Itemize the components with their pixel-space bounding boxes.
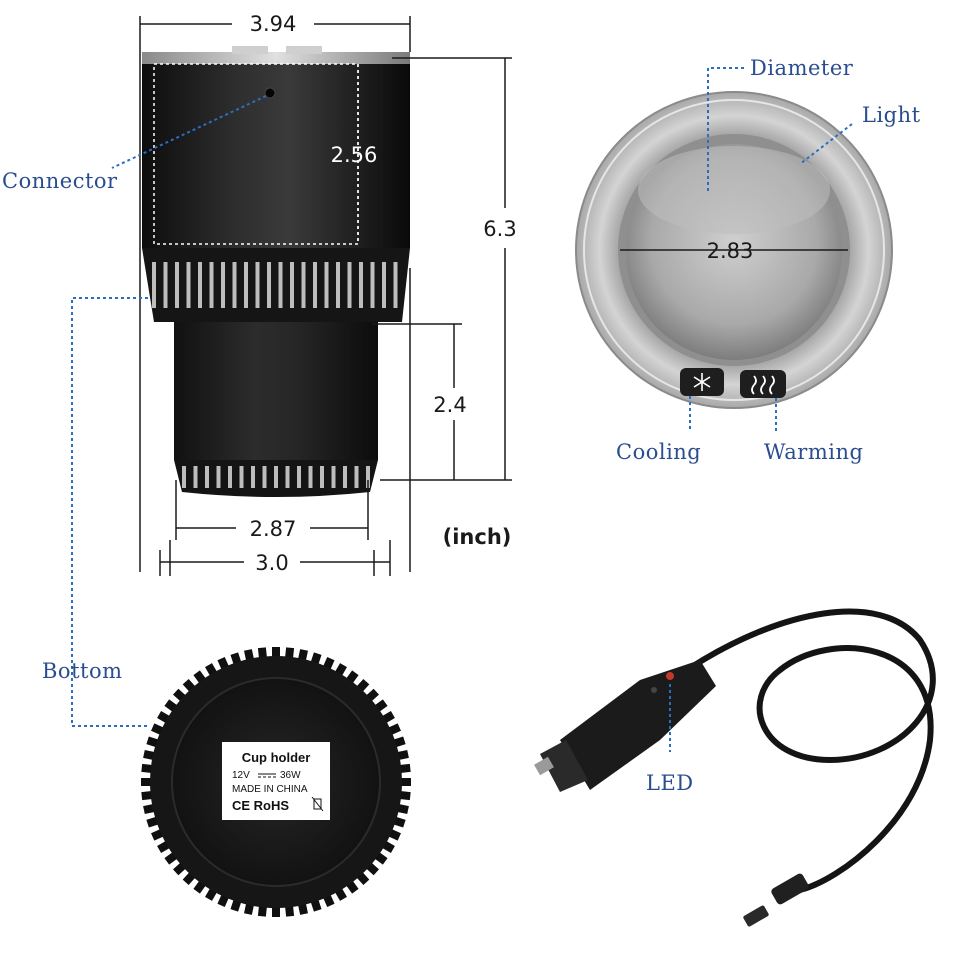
top-view [575, 91, 893, 409]
cooling-callout: Cooling [616, 440, 701, 464]
light-callout: Light [862, 103, 921, 127]
sticker-cert: CE RoHS [232, 798, 289, 813]
vent-slot [347, 262, 352, 308]
vent-slot [267, 262, 271, 308]
vent-slot [152, 262, 156, 308]
vent-slot [393, 262, 398, 308]
connector-callout: Connector [2, 169, 118, 193]
vent-slot [255, 262, 260, 308]
vent-slot [251, 466, 255, 488]
vent-slot [382, 262, 386, 308]
connector-port [264, 87, 276, 99]
vent-slot [343, 466, 347, 488]
heat-waves-icon [751, 375, 775, 395]
inner-diameter-label: 2.83 [707, 239, 754, 263]
base-width-label: 2.87 [250, 517, 297, 541]
vent-slot [216, 466, 221, 488]
vent-slot [186, 262, 191, 308]
base-height-label: 2.4 [433, 393, 466, 417]
lower-body [174, 322, 378, 460]
sticker-voltage: 12V [232, 770, 250, 781]
vent-slot [297, 466, 301, 488]
vent-slot [262, 466, 267, 488]
vent-slot [205, 466, 209, 488]
vent-slot [366, 466, 370, 488]
vent-slot [221, 262, 225, 308]
sticker-power: 36W [280, 770, 301, 781]
vent-slot [336, 262, 340, 308]
vent-slot [232, 262, 237, 308]
vent-slot [193, 466, 198, 488]
led-indicator [666, 672, 674, 680]
vent-slot [313, 262, 317, 308]
vent-slot [228, 466, 232, 488]
vent-slot [320, 466, 324, 488]
bottom-width-label: 3.0 [255, 551, 288, 575]
product-sticker [222, 742, 330, 820]
side-view [142, 46, 410, 497]
vent-slot [239, 466, 244, 488]
bottom-callout: Bottom [42, 659, 123, 683]
led-callout: LED [646, 771, 694, 795]
dimension-lines [139, 16, 512, 576]
vent-slot [290, 262, 294, 308]
vent-slot [163, 262, 168, 308]
vent-slot [175, 262, 179, 308]
vent-collar [142, 248, 410, 322]
upper-body [142, 58, 410, 248]
snowflake-icon [693, 373, 711, 391]
unit-label: (inch) [443, 525, 512, 549]
top-rim [142, 52, 410, 64]
vent-slot [324, 262, 329, 308]
grip-tooth [272, 647, 280, 661]
vent-slot [301, 262, 306, 308]
vent-slot [370, 262, 375, 308]
sticker-origin: MADE IN CHINA [232, 784, 308, 795]
vent-slot [244, 262, 248, 308]
vent-slot [354, 466, 359, 488]
vent-slot [308, 466, 313, 488]
vent-slot [274, 466, 278, 488]
power-cord [534, 608, 936, 927]
vent-slot [285, 466, 290, 488]
diameter-callout: Diameter [750, 56, 854, 80]
top-width-label: 3.94 [250, 12, 297, 36]
bin-icon [311, 796, 324, 812]
bottom-view: Cup holder 12V 36W MADE IN CHINA CE RoHS [141, 647, 411, 917]
vent-slot [209, 262, 214, 308]
total-height-label: 6.3 [483, 217, 516, 241]
warming-callout: Warming [764, 440, 863, 464]
sticker-title: Cup holder [242, 750, 311, 765]
vent-slot [198, 262, 202, 308]
vent-slot [182, 466, 186, 488]
grip-tooth [272, 903, 280, 917]
vent-slot [331, 466, 336, 488]
upper-height-label: 2.56 [331, 143, 378, 167]
vent-slot [359, 262, 363, 308]
vent-slot [278, 262, 283, 308]
